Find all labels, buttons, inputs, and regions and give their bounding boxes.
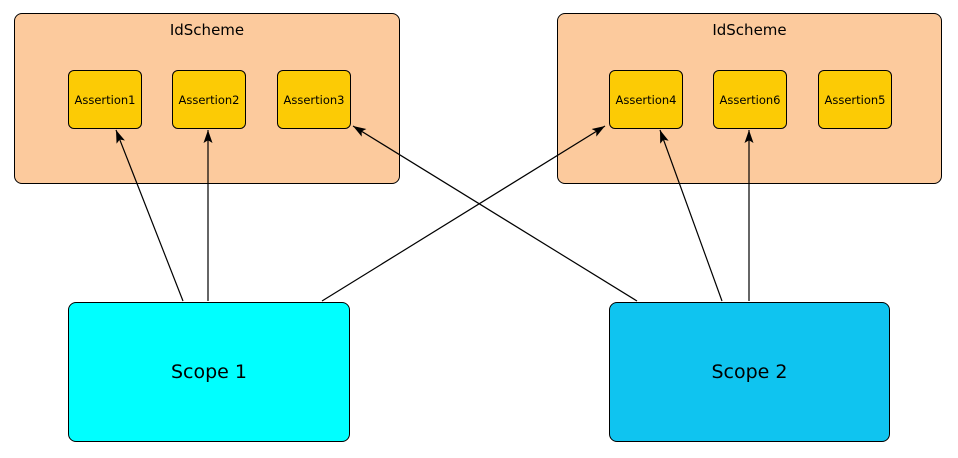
node-assertion3: Assertion3 — [277, 70, 351, 129]
node-assertion1-label: Assertion1 — [74, 92, 136, 107]
idscheme-right-title: IdScheme — [712, 21, 787, 39]
node-assertion1: Assertion1 — [68, 70, 142, 129]
node-assertion4-label: Assertion4 — [615, 92, 677, 107]
node-assertion5-label: Assertion5 — [824, 92, 886, 107]
node-assertion2: Assertion2 — [172, 70, 246, 129]
node-assertion4: Assertion4 — [609, 70, 683, 129]
idscheme-left-title: IdScheme — [169, 21, 245, 39]
node-assertion5: Assertion5 — [818, 70, 892, 129]
node-scope1-label: Scope 1 — [170, 361, 247, 383]
node-assertion6-label: Assertion6 — [719, 92, 781, 107]
idscheme-left-container: IdScheme Assertion1 Assertion2 Assertion… — [14, 13, 400, 184]
idscheme-right-container: IdScheme Assertion4 Assertion6 Assertion… — [557, 13, 942, 184]
node-assertion2-label: Assertion2 — [178, 92, 240, 107]
node-assertion6: Assertion6 — [713, 70, 787, 129]
node-scope2: Scope 2 — [609, 302, 890, 442]
node-scope2-label: Scope 2 — [711, 361, 788, 383]
node-scope1: Scope 1 — [68, 302, 350, 442]
node-assertion3-label: Assertion3 — [283, 92, 345, 107]
